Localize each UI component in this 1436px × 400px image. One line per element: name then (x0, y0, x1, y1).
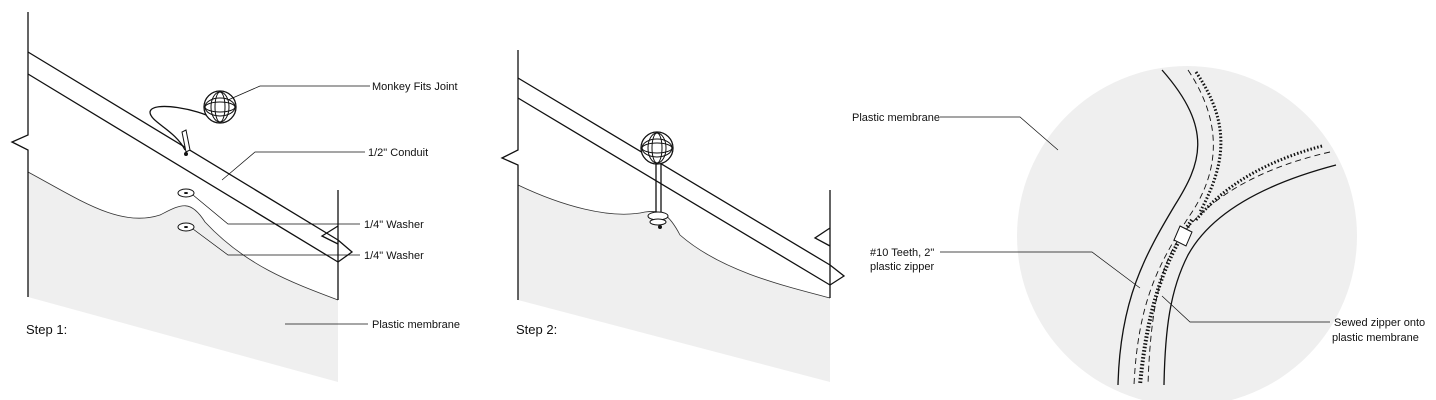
leader-conduit (221, 151, 365, 181)
label-sewed-line2: plastic membrane (1332, 332, 1419, 344)
label-plastic-membrane: Plastic membrane (852, 112, 940, 124)
label-washer-top: 1/4" Washer (364, 219, 424, 231)
label-zipper-line1: #10 Teeth, 2" (870, 247, 934, 259)
leader-washer-bottom (192, 228, 360, 256)
leader-washer-top (192, 194, 360, 225)
frame-right-edge (320, 190, 339, 300)
label-sewed-line1: Sewed zipper onto (1334, 317, 1425, 329)
frame-outline (10, 12, 29, 297)
pin-shaft (655, 160, 662, 212)
leader-zipper (940, 251, 1141, 289)
leader-sewed-zipper (1161, 295, 1330, 323)
label-washer-bottom: 1/4" Washer (364, 250, 424, 262)
plastic-membrane-fill (28, 172, 338, 382)
monkey-fist-knot-icon (640, 131, 674, 165)
zipper-slider (1173, 225, 1193, 247)
conduit-bar (517, 77, 846, 286)
step-2-panel: Step 2: (500, 50, 846, 382)
label-zipper-line2: plastic zipper (870, 261, 935, 273)
monkey-fist-knot-icon (203, 90, 237, 124)
membrane-left-edge (1117, 69, 1199, 386)
pin-end (658, 225, 662, 229)
zipper-teeth-left-branch (1194, 71, 1223, 213)
washer-icon (649, 218, 667, 226)
label-conduit: 1/2" Conduit (368, 147, 428, 159)
label-monkey-fits-joint: Monkey Fits Joint (372, 81, 458, 93)
frame-right-edge (813, 190, 831, 298)
leader-joint (227, 85, 370, 101)
pin-end (184, 152, 188, 156)
plastic-membrane-fill (518, 185, 830, 382)
washer-icon (177, 188, 195, 198)
step-2-label: Step 2: (516, 322, 557, 337)
step-1-panel: Monkey Fits Joint 1/2" Conduit 1/4" Wash… (10, 12, 460, 382)
zipper-teeth-right-branch (1194, 144, 1323, 221)
joint-wire (149, 105, 213, 151)
zipper-detail-panel: Plastic membrane #10 Teeth, 2" plastic z… (852, 66, 1425, 400)
washer-icon (177, 222, 195, 232)
label-plastic-membrane: Plastic membrane (372, 319, 460, 331)
step-1-label: Step 1: (26, 322, 67, 337)
frame-outline (500, 50, 519, 300)
zipper-tape-right (1147, 151, 1331, 386)
membrane-edge-line (27, 171, 339, 301)
joint-pin (181, 129, 191, 153)
leader-membrane (940, 116, 1059, 151)
membrane-right-edge (1163, 164, 1337, 386)
